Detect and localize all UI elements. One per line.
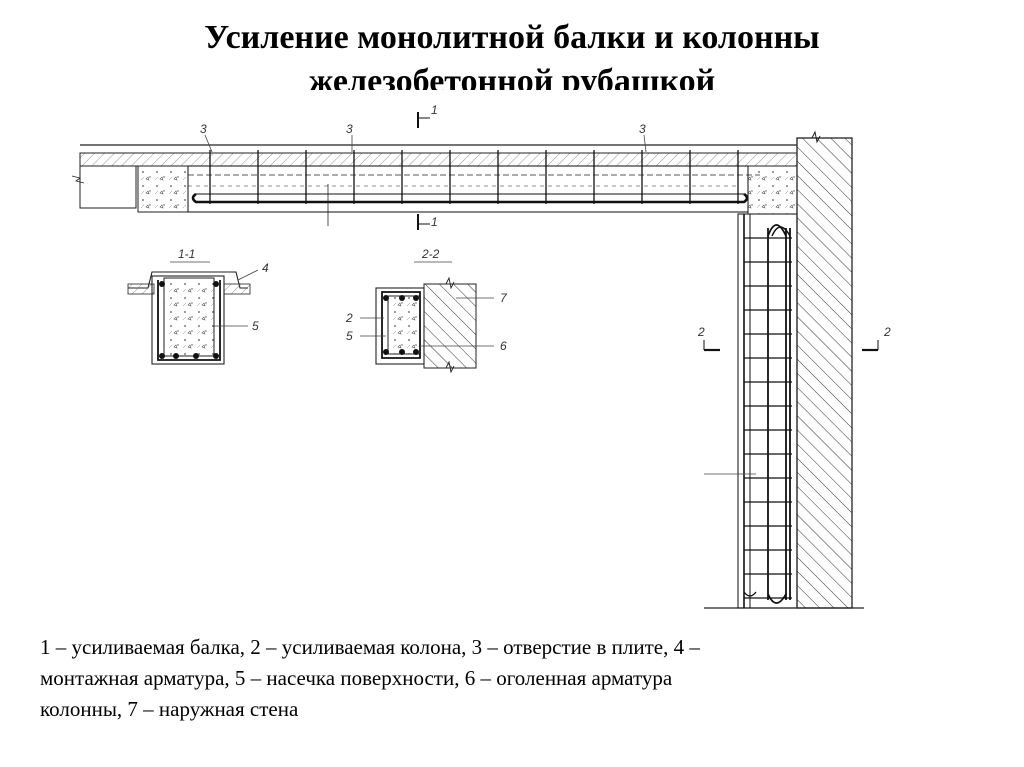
legend: 1 – усиливаемая балка, 2 – усиливаемая к…	[40, 632, 974, 725]
title-line-2: железобетонной рубашкой	[308, 63, 716, 90]
page-title: Усиление монолитной балки и колонны желе…	[0, 16, 1024, 90]
notch-label-1: 5	[252, 319, 259, 333]
legend-line-1: 1 – усиливаемая балка, 2 – усиливаемая к…	[40, 635, 700, 659]
hole-label-3: 3	[639, 122, 646, 136]
section-2-left-label: 2	[697, 325, 705, 339]
exposed-rebar-label: 6	[500, 339, 507, 353]
strengthened-beam	[137, 150, 798, 226]
legend-line-2: монтажная арматура, 5 – насечка поверхно…	[40, 666, 673, 690]
hole-label-1: 3	[200, 122, 207, 136]
strengthened-column	[704, 213, 798, 609]
outer-wall-label: 7	[500, 291, 508, 305]
title-line-1: Усиление монолитной балки и колонны	[204, 19, 820, 56]
section-2-2: 2-2 2 5 7 6	[345, 247, 508, 374]
section-1-1-title: 1-1	[178, 247, 195, 261]
section-1-markers: 1 1	[417, 103, 438, 230]
section-1-1: 1-1 4 5	[127, 247, 269, 365]
mount-rebar-label: 4	[262, 261, 269, 275]
section-1-bottom-label: 1	[431, 215, 438, 229]
legend-line-3: колонны, 7 – наружная стена	[40, 697, 299, 721]
hole-label-2: 3	[346, 122, 353, 136]
outer-wall	[704, 130, 864, 609]
section-2-right-label: 2	[883, 325, 891, 339]
slab-hole-markers: 3 3 3	[200, 122, 647, 153]
column-label: 2	[345, 311, 353, 325]
section-1-top-label: 1	[431, 103, 438, 117]
section-2-markers: 2 2	[697, 325, 891, 352]
floor-slab	[71, 144, 798, 209]
section-2-2-title: 2-2	[421, 247, 440, 261]
notch-label-2: 5	[346, 329, 353, 343]
